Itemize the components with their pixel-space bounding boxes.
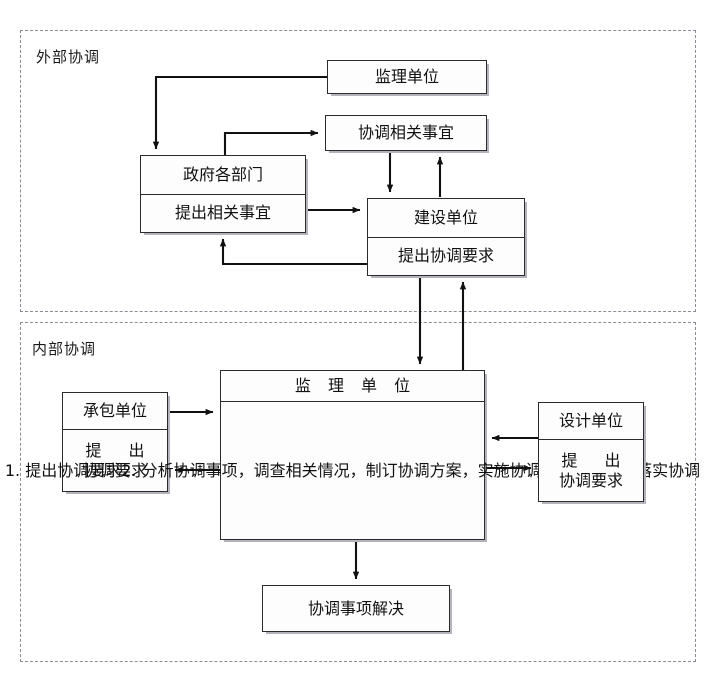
node-government-departments[interactable]: 政府各部门 提出相关事宜 [140,155,306,233]
node-design-unit-title: 设计单位 [558,411,623,430]
node-design-unit-body-line2: 协调要求 [558,470,623,490]
section-internal-coordination [20,322,696,662]
node-contractor-unit-body-line2: 协调要求 [82,460,147,480]
node-construction-unit-title: 建设单位 [413,207,478,227]
node-supervision-unit-main-title: 监 理 单 位 [294,376,417,395]
section-external-coordination [20,30,696,312]
node-coordination-resolved-label: 协调事项解决 [307,598,404,618]
node-design-unit[interactable]: 设计单位 提 出 协调要求 [538,402,644,502]
node-supervision-unit-main[interactable]: 监 理 单 位 1. 提出协调要求 2. 分析协调事项，调查相关情况，制订协调方… [5,370,700,540]
supervision-item-2: 2. 分析协调事项，调查相关情况，制订协调方案，实施协调 [121,460,542,480]
node-supervision-unit-top[interactable]: 监理单位 [327,60,487,94]
node-design-unit-body-line1: 提 出 [561,450,632,470]
node-supervision-unit-main-items: 1. 提出协调要求 2. 分析协调事项，调查相关情况，制订协调方案，实施协调 3… [5,401,700,539]
supervision-item-1: 1. 提出协调要求 [4,460,122,480]
node-government-departments-title: 政府各部门 [182,164,263,184]
node-coordination-related-items[interactable]: 协调相关事宜 [325,115,487,151]
node-coordination-related-items-label: 协调相关事宜 [357,123,454,142]
node-contractor-unit-body-line1: 提 出 [85,440,156,460]
section-label-external: 外部协调 [36,48,101,66]
node-design-unit-body: 提 出 协调要求 [539,439,643,501]
node-construction-unit[interactable]: 建设单位 提出协调要求 [367,198,525,276]
node-contractor-unit-body: 提 出 协调要求 [63,429,167,491]
node-construction-unit-body: 提出协调要求 [368,236,524,276]
node-government-departments-body: 提出相关事宜 [141,193,305,233]
node-contractor-unit[interactable]: 承包单位 提 出 协调要求 [62,392,168,492]
node-contractor-unit-title: 承包单位 [82,401,147,420]
section-label-internal: 内部协调 [32,340,97,358]
node-supervision-unit-top-label: 监理单位 [374,67,439,86]
node-coordination-resolved[interactable]: 协调事项解决 [262,585,450,632]
